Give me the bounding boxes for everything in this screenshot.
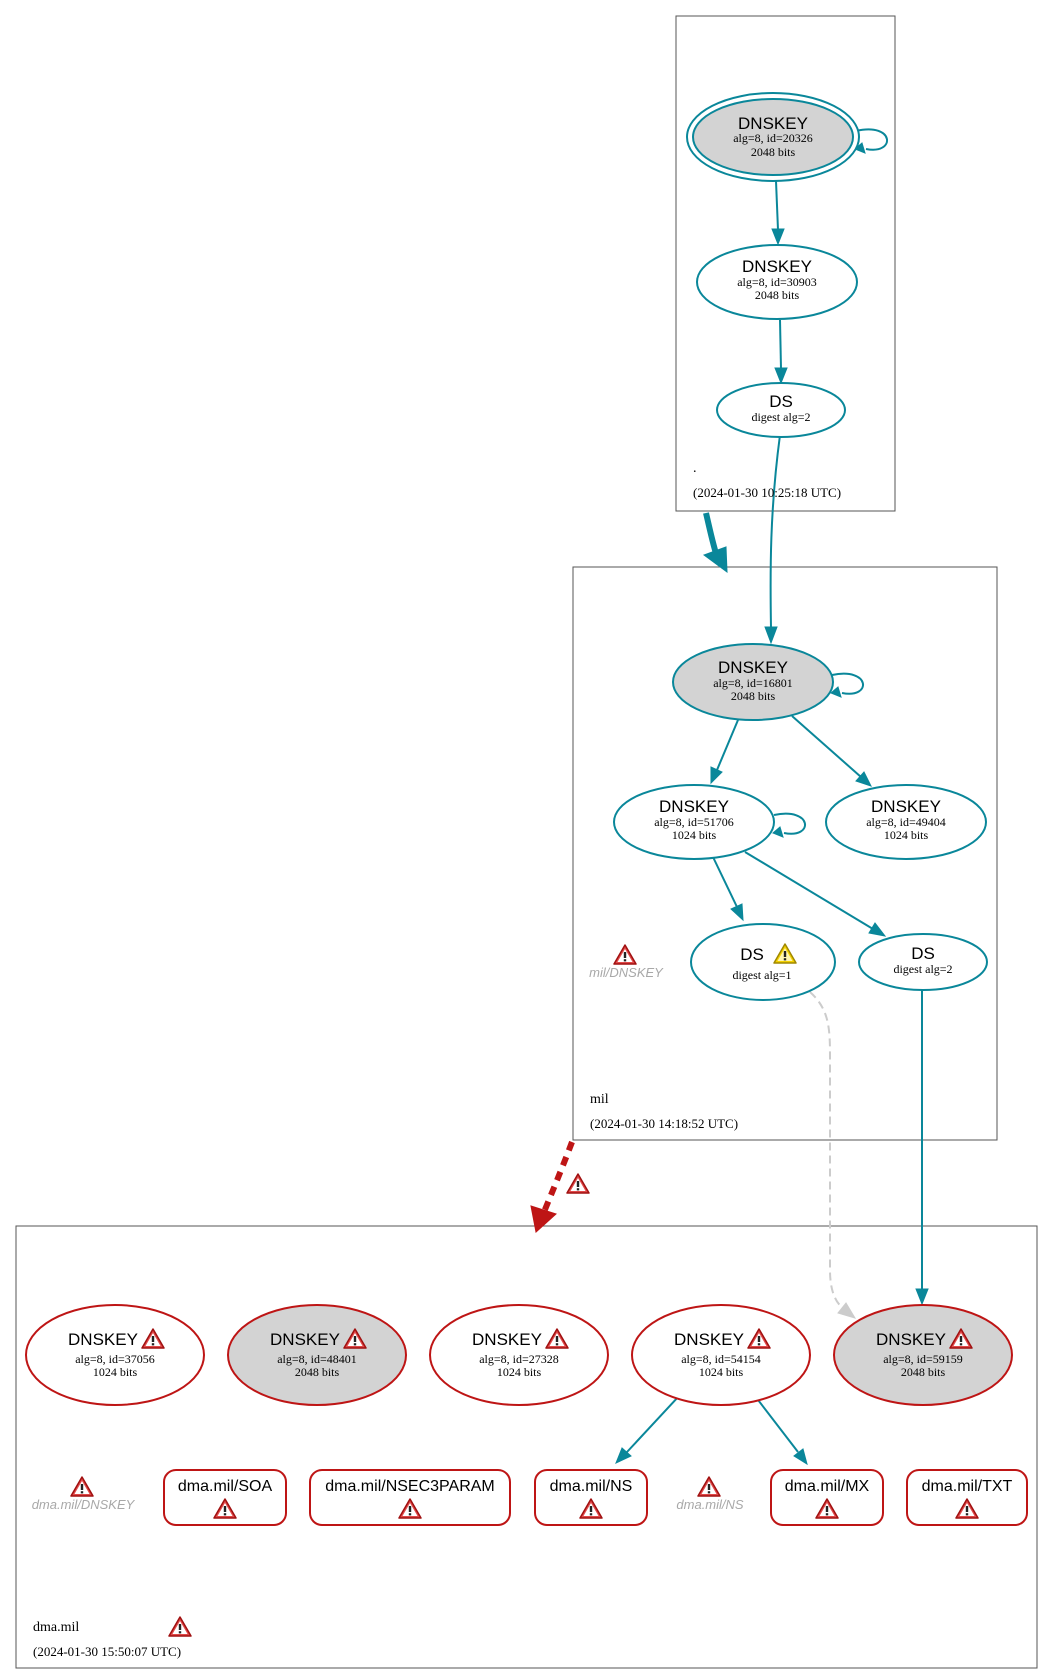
edge-root-ksk-self <box>855 128 889 151</box>
delegation-root-to-mil <box>702 512 728 574</box>
mil-zsk2-line2: 1024 bits <box>884 828 929 842</box>
dma-key-54154-node[interactable]: DNSKEY alg=8, id=54154 1024 bits <box>631 1304 811 1406</box>
dma-key-48401-line2: 2048 bits <box>295 1365 340 1379</box>
dma-key-37056-line1: alg=8, id=37056 <box>75 1352 155 1366</box>
dma-key-59159-node[interactable]: DNSKEY alg=8, id=59159 2048 bits <box>833 1304 1013 1406</box>
edge-mil-zsk1-ds1 <box>712 856 738 908</box>
rrset-txt-label: dma.mil/TXT <box>922 1478 1013 1495</box>
root-ds-node[interactable]: DS digest alg=2 <box>716 382 846 438</box>
mil-ksk-line2: 2048 bits <box>731 689 776 703</box>
edge-root-ksk-zsk <box>775 180 779 231</box>
dma-key-37056-line2: 1024 bits <box>93 1365 138 1379</box>
edge-mil-zsk1-self <box>773 812 807 835</box>
mil-ds1-line1: digest alg=1 <box>732 968 791 982</box>
dma-key-59159-title: DNSKEY <box>876 1330 946 1349</box>
mil-ksk-node[interactable]: DNSKEY alg=8, id=16801 2048 bits <box>672 643 834 721</box>
edge-dma-key-mx <box>754 1395 799 1453</box>
root-zsk-line2: 2048 bits <box>755 288 800 302</box>
rrset-txt[interactable]: dma.mil/TXT <box>906 1469 1028 1526</box>
mil-zsk2-node[interactable]: DNSKEY alg=8, id=49404 1024 bits <box>825 784 987 860</box>
edge-root-ds-mil-ksk <box>769 434 781 629</box>
dma-key-59159-line1: alg=8, id=59159 <box>883 1352 963 1366</box>
root-ksk-line1: alg=8, id=20326 <box>733 131 813 145</box>
mil-zsk1-title: DNSKEY <box>659 797 729 816</box>
root-ds-title: DS <box>769 392 793 411</box>
mil-ds1-node[interactable]: DS digest alg=1 <box>690 923 836 1001</box>
dma-key-37056-title: DNSKEY <box>68 1330 138 1349</box>
edge-mil-zsk1-ds2 <box>744 851 874 930</box>
mil-dnskey-ghost-label: mil/DNSKEY <box>589 965 664 980</box>
dma-ns-ghost-label: dma.mil/NS <box>676 1497 744 1512</box>
delegation-error-icon <box>566 1173 590 1194</box>
edge-mil-ds1-dma-key <box>809 991 844 1309</box>
rrset-nsec3param[interactable]: dma.mil/NSEC3PARAM <box>309 1469 511 1526</box>
mil-zone-timestamp: (2024-01-30 14:18:52 UTC) <box>590 1116 738 1131</box>
root-zsk-line1: alg=8, id=30903 <box>737 275 817 289</box>
rrset-soa[interactable]: dma.mil/SOA <box>163 1469 287 1526</box>
edge-mil-ksk-zsk1 <box>716 719 739 771</box>
rrset-mx-label: dma.mil/MX <box>785 1478 870 1495</box>
rrset-nsec3param-label: dma.mil/NSEC3PARAM <box>325 1478 495 1495</box>
mil-ds2-title: DS <box>911 944 935 963</box>
rrset-mx[interactable]: dma.mil/MX <box>770 1469 884 1526</box>
dma-key-37056-node[interactable]: DNSKEY alg=8, id=37056 1024 bits <box>25 1304 205 1406</box>
dma-dnskey-ghost-label: dma.mil/DNSKEY <box>32 1497 136 1512</box>
mil-zsk1-node[interactable]: DNSKEY alg=8, id=51706 1024 bits <box>613 784 775 860</box>
dma-key-54154-line2: 1024 bits <box>699 1365 744 1379</box>
mil-ds2-node[interactable]: DS digest alg=2 <box>858 933 988 991</box>
delegation-mil-to-dma <box>530 1140 575 1233</box>
root-ksk-line2: 2048 bits <box>751 145 796 159</box>
mil-zsk1-line2: 1024 bits <box>672 828 717 842</box>
dma-key-48401-line1: alg=8, id=48401 <box>277 1352 357 1366</box>
rrset-ns-label: dma.mil/NS <box>550 1478 633 1495</box>
dma-key-59159-line2: 2048 bits <box>901 1365 946 1379</box>
mil-zsk1-line1: alg=8, id=51706 <box>654 815 734 829</box>
dma-ns-ghost[interactable]: dma.mil/NS <box>676 1476 744 1512</box>
dma-key-54154-title: DNSKEY <box>674 1330 744 1349</box>
rrset-ns[interactable]: dma.mil/NS <box>534 1469 648 1526</box>
edge-root-zsk-ds <box>779 319 782 370</box>
root-zone-name: . <box>693 461 697 476</box>
edge-mil-ksk-zsk2 <box>791 715 862 778</box>
dma-dnskey-ghost[interactable]: dma.mil/DNSKEY <box>32 1476 136 1512</box>
root-zone-timestamp: (2024-01-30 10:25:18 UTC) <box>693 485 841 500</box>
root-zsk-title: DNSKEY <box>742 257 812 276</box>
root-zsk-node[interactable]: DNSKEY alg=8, id=30903 2048 bits <box>696 244 858 320</box>
root-ds-line1: digest alg=2 <box>751 410 810 424</box>
dma-key-27328-title: DNSKEY <box>472 1330 542 1349</box>
mil-ksk-title: DNSKEY <box>718 658 788 677</box>
edge-mil-ksk-self <box>831 672 865 695</box>
dma-key-48401-title: DNSKEY <box>270 1330 340 1349</box>
dma-key-48401-node[interactable]: DNSKEY alg=8, id=48401 2048 bits <box>227 1304 407 1406</box>
root-ksk-node[interactable]: DNSKEY alg=8, id=20326 2048 bits <box>686 92 860 182</box>
dma-key-27328-node[interactable]: DNSKEY alg=8, id=27328 1024 bits <box>429 1304 609 1406</box>
dma-key-54154-line1: alg=8, id=54154 <box>681 1352 761 1366</box>
mil-ksk-line1: alg=8, id=16801 <box>713 676 793 690</box>
mil-zsk2-line1: alg=8, id=49404 <box>866 815 946 829</box>
dma-key-27328-line2: 1024 bits <box>497 1365 542 1379</box>
dma-zone-name: dma.mil <box>33 1620 79 1635</box>
edge-dma-key-ns <box>626 1395 680 1453</box>
mil-zsk2-title: DNSKEY <box>871 797 941 816</box>
dma-key-27328-line1: alg=8, id=27328 <box>479 1352 559 1366</box>
mil-ds1-title: DS <box>740 945 764 964</box>
dma-zone-timestamp: (2024-01-30 15:50:07 UTC) <box>33 1644 181 1659</box>
rrset-soa-label: dma.mil/SOA <box>178 1478 273 1495</box>
root-ksk-title: DNSKEY <box>738 114 808 133</box>
mil-zone-name: mil <box>590 1092 609 1107</box>
mil-ds2-line1: digest alg=2 <box>893 962 952 976</box>
zone-dma-box <box>15 1225 1038 1669</box>
mil-dnskey-ghost[interactable]: mil/DNSKEY <box>589 944 664 980</box>
